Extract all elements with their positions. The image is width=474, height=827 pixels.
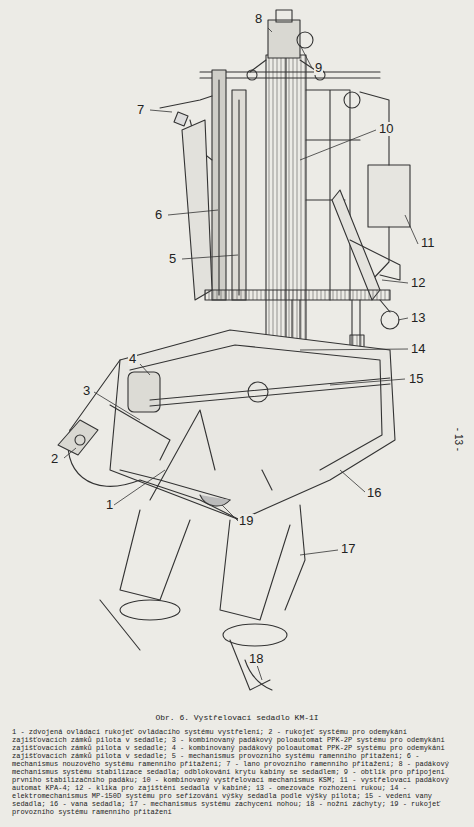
callout-number: 14 — [410, 342, 426, 356]
callout-number: 1 — [105, 498, 114, 512]
figure-caption: 1 - zdvojená ovládací rukojeť ovládacího… — [12, 728, 462, 816]
callout-number: 18 — [248, 652, 264, 666]
page-number: - 13 - — [453, 428, 464, 451]
callout-number: 10 — [378, 122, 394, 136]
parachute-automat — [368, 165, 410, 227]
callout-number: 6 — [154, 208, 163, 222]
callout-number: 3 — [82, 384, 91, 398]
callout-number: 12 — [410, 276, 426, 290]
leader-lines — [64, 28, 418, 680]
callout-number: 19 — [238, 514, 254, 528]
callout-number: 5 — [168, 252, 177, 266]
stabilization-mechanism — [268, 20, 300, 58]
shoulder-mechanism — [232, 90, 246, 300]
callout-number: 16 — [366, 486, 382, 500]
callout-number: 9 — [314, 61, 323, 75]
callout-number: 7 — [136, 103, 145, 117]
emergency-shoulder-mechanism — [212, 70, 226, 300]
callout-number: 17 — [340, 542, 356, 556]
seat-bucket — [110, 330, 395, 520]
figure-title: Obr. 6. Vystřelovací sedadlo KM-1I — [0, 713, 474, 722]
callout-number: 11 — [420, 236, 436, 250]
callout-number: 15 — [408, 372, 424, 386]
callout-number: 8 — [254, 12, 263, 26]
callout-number: 4 — [128, 352, 137, 366]
callout-number: 2 — [50, 452, 59, 466]
callout-number: 13 — [410, 311, 426, 325]
